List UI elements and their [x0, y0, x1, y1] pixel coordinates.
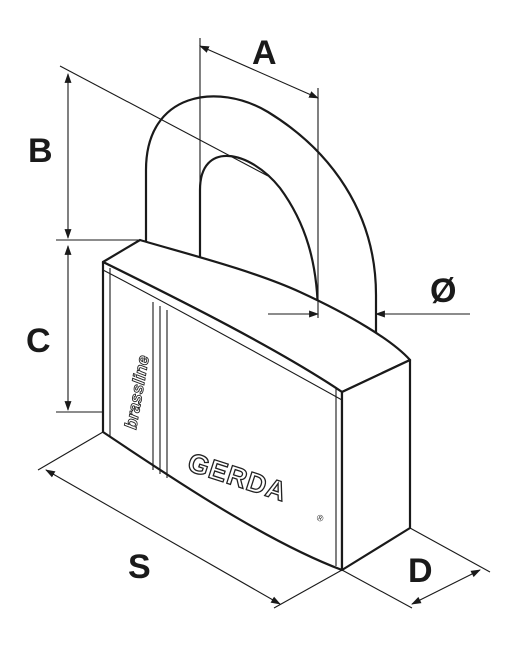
dimension-s: [37, 431, 343, 609]
label-b: B: [28, 132, 53, 170]
dimension-d: [341, 527, 491, 609]
padlock-body: [101, 238, 412, 572]
dimension-c: [56, 245, 103, 413]
label-diameter: Ø: [430, 272, 456, 310]
dimension-a: [199, 38, 319, 318]
label-d: D: [408, 552, 433, 590]
dimension-b: [56, 65, 269, 241]
body-side-face: [340, 358, 412, 572]
label-c: C: [26, 322, 51, 360]
label-s: S: [128, 548, 151, 586]
label-a: A: [252, 34, 277, 72]
registered-mark: ®: [315, 512, 325, 524]
